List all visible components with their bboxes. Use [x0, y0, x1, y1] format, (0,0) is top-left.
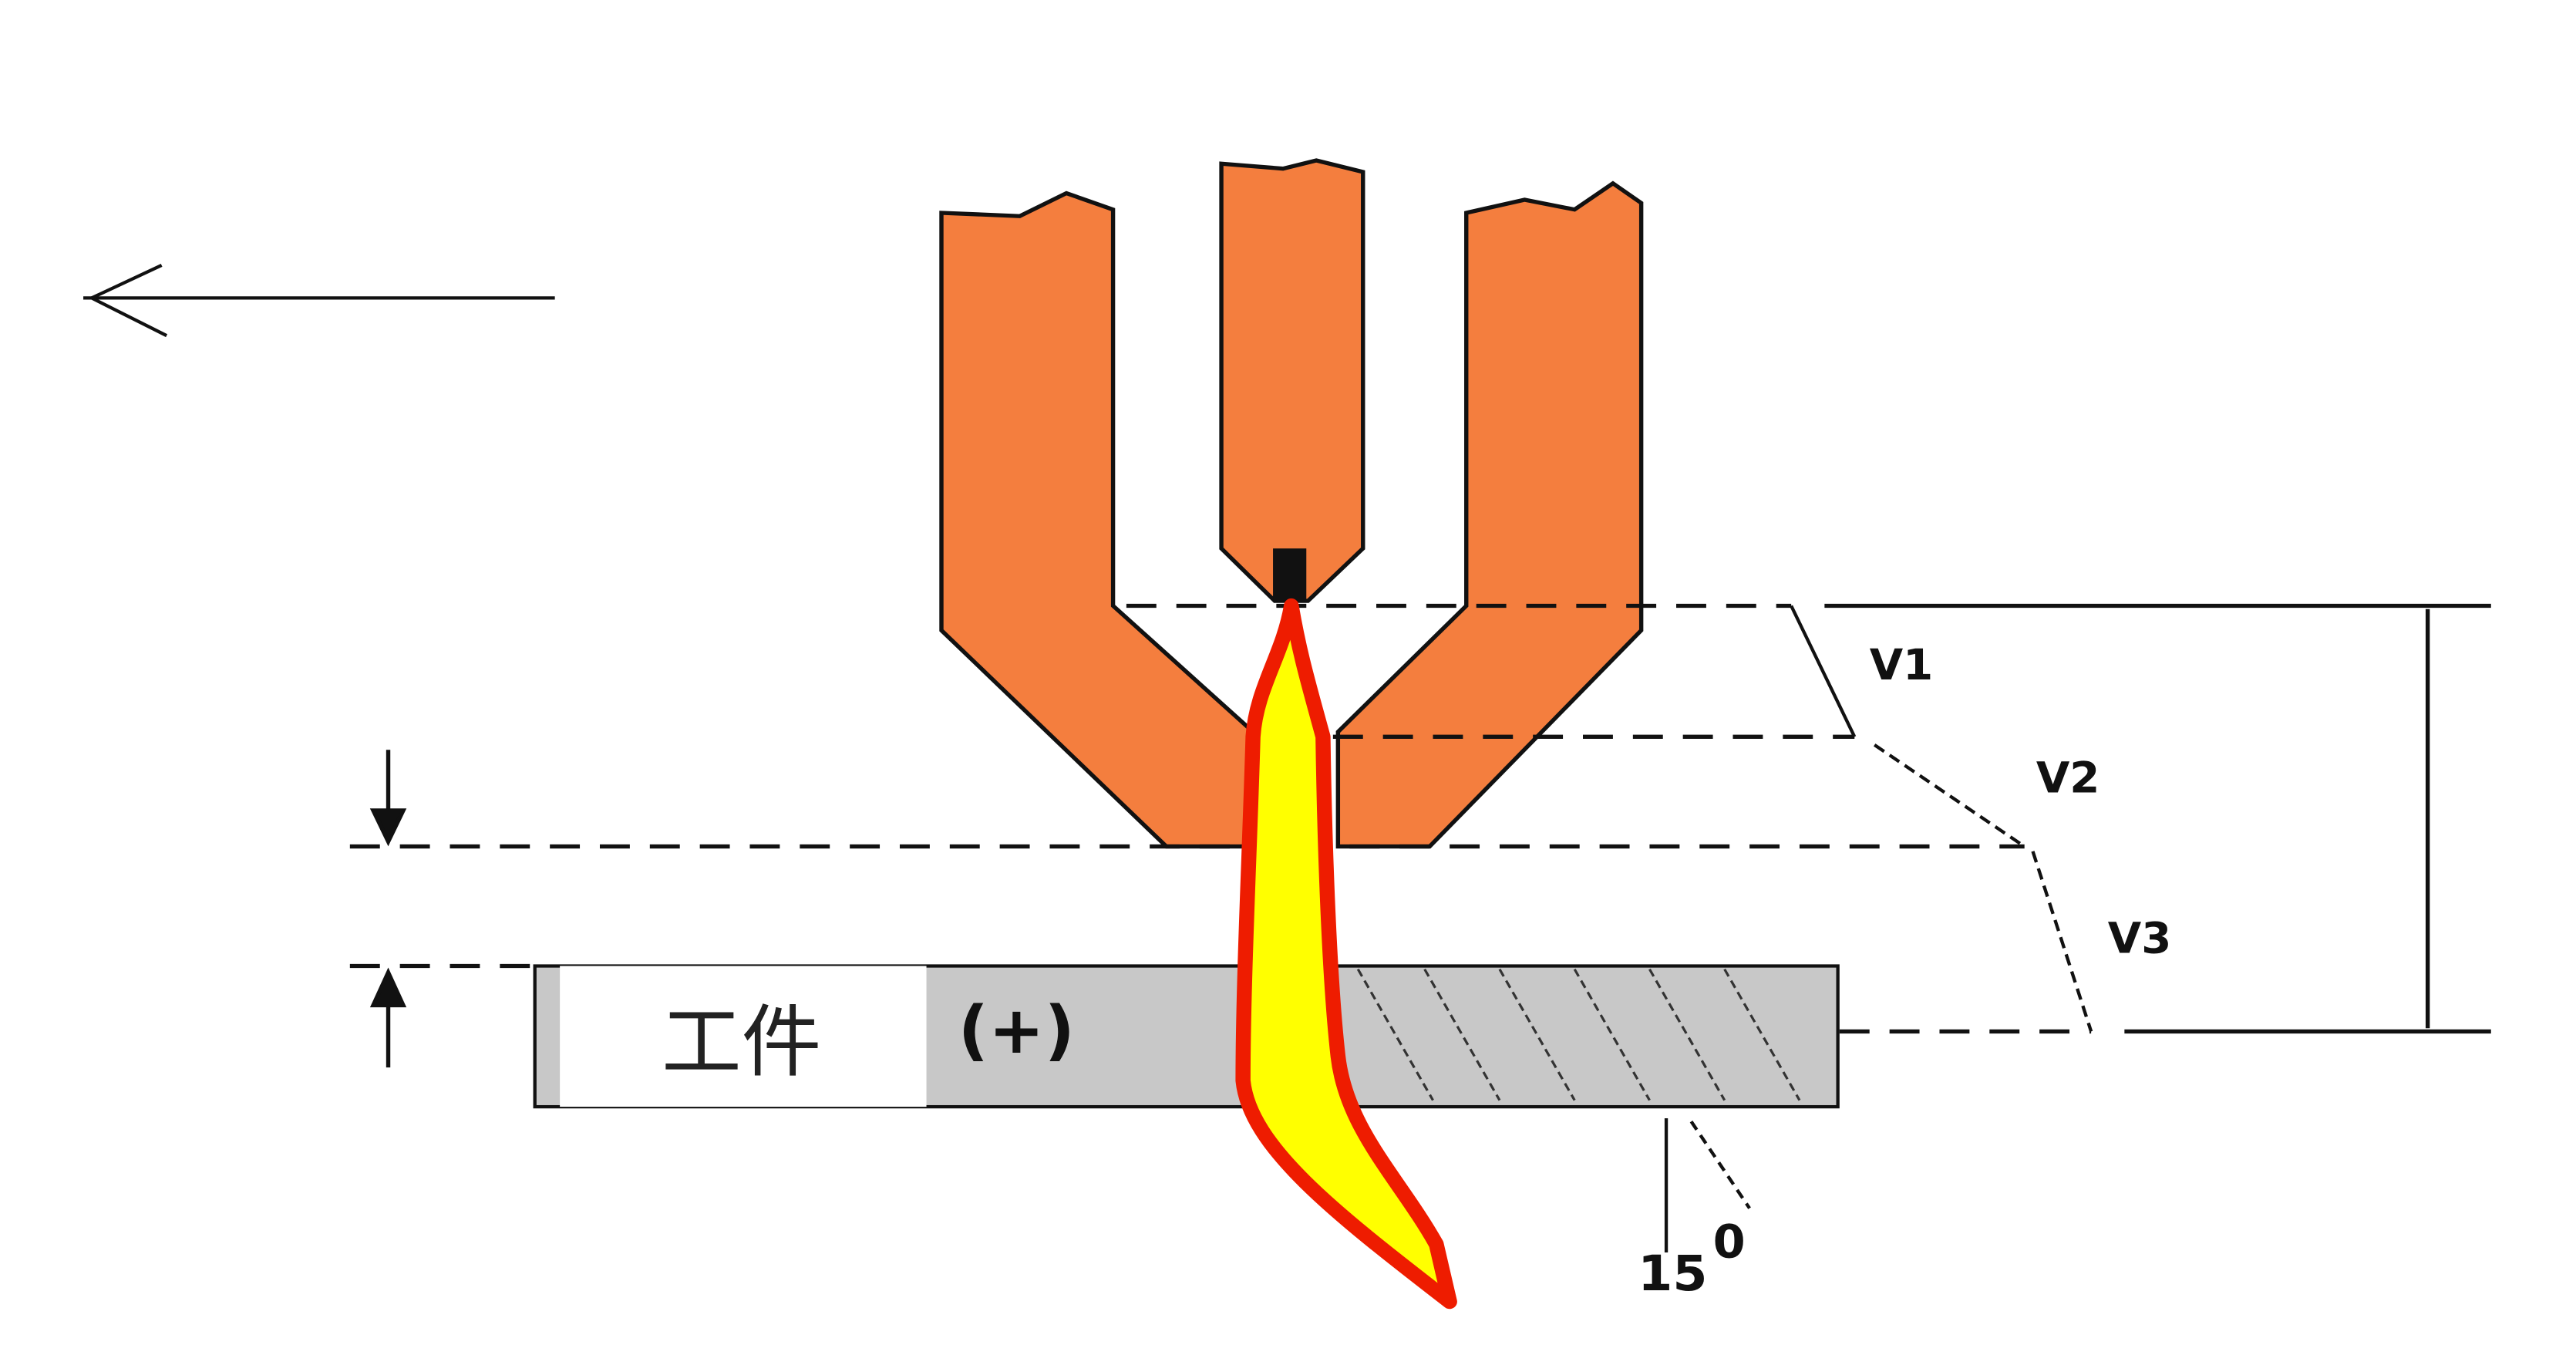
arrow-down-icon — [369, 750, 407, 847]
polarity-label: (+) — [958, 993, 1075, 1069]
electrode-tip — [1273, 548, 1307, 602]
zone-label-v2: V2 — [2036, 753, 2100, 803]
zone-label-v3: V3 — [2108, 914, 2172, 963]
arrow-left-icon — [83, 263, 555, 338]
zone-boundaries — [1790, 605, 2093, 1033]
workpiece-label-box — [560, 966, 927, 1107]
electrode — [1219, 158, 1365, 603]
workpiece-label: 工件 — [662, 997, 821, 1088]
kerf-angle-indicator — [1664, 1117, 1751, 1253]
nozzle-left-wall — [939, 190, 1255, 849]
height-dimension — [1824, 603, 2491, 1034]
plasma-arc — [1235, 598, 1457, 1310]
reference-dashed-lines — [349, 603, 2092, 1034]
kerf-angle-unit: 0 — [1713, 1215, 1746, 1269]
kerf-hatching — [1356, 968, 1801, 1101]
zone-label-v1: V1 — [1870, 640, 1934, 689]
arrow-up-icon — [369, 967, 407, 1068]
kerf-angle-value: 15 — [1638, 1245, 1707, 1302]
nozzle-right-wall — [1335, 180, 1644, 849]
